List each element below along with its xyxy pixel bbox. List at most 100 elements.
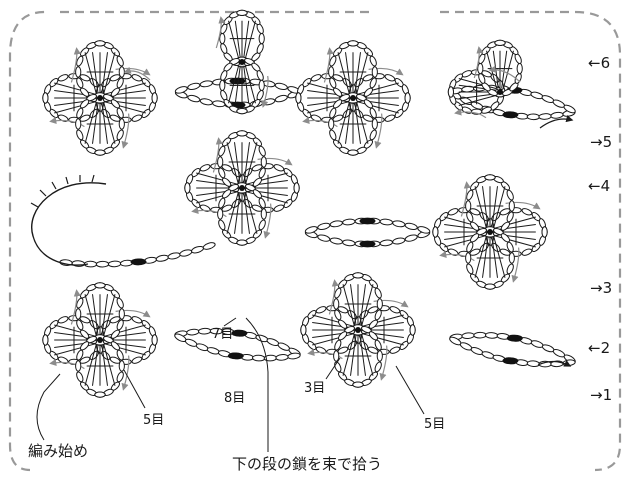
annotations: 7目 8目 3目 5目 5目 編み始め 下の段の鎖を束で拾う [28, 174, 445, 473]
row-label-4: ←4 [588, 177, 610, 195]
chain-stitch [76, 349, 84, 361]
chain-stitch [57, 74, 69, 82]
treble-stitch [246, 191, 288, 204]
direction-arrow [49, 116, 85, 128]
treble-stitch [92, 52, 99, 94]
chain-stitch [541, 226, 548, 238]
treble-stitch [361, 284, 374, 326]
chain-stitch [506, 263, 514, 275]
chain-stitch [179, 249, 193, 257]
treble-stitch [84, 344, 97, 386]
treble-stitch [54, 82, 96, 95]
chain-stitch [484, 283, 496, 290]
treble-stitch [104, 101, 146, 114]
direction-arrow [473, 46, 484, 79]
direction-arrow [374, 113, 383, 149]
treble-stitch [493, 186, 506, 228]
stitch-count-3: 3目 [304, 381, 325, 396]
chain-stitch [477, 62, 484, 75]
chain-stitch [379, 239, 393, 247]
direction-arrow [212, 137, 223, 173]
row-label-1: →1 [590, 386, 612, 404]
chain-stitch [252, 354, 266, 362]
slip-stitch-dot [239, 185, 245, 191]
chain-stitch [342, 218, 356, 226]
start-pointer-line [36, 373, 61, 441]
chain-stitch [116, 55, 124, 67]
chain-stitch [116, 107, 124, 119]
treble-stitch [245, 192, 258, 234]
chain-stitch [417, 226, 431, 234]
direction-arrow [263, 203, 272, 239]
treble-stitch [356, 102, 369, 144]
chain-stitch [151, 334, 158, 346]
chain-stitch [494, 39, 506, 47]
row-labels: ←6 →5 ←4 →3 ←2 →1 [588, 54, 612, 404]
chain-stitch [273, 204, 285, 212]
treble-stitch [243, 20, 250, 59]
treble-stitch [354, 102, 361, 144]
treble-stitch [312, 333, 354, 346]
chain-stitch [75, 360, 82, 372]
direction-arrow [307, 348, 343, 360]
chain-stitch [469, 233, 480, 243]
chain-stitch [191, 245, 204, 254]
chain-stitch [236, 239, 248, 246]
treble-stitch [103, 294, 116, 336]
row-label-3: →3 [590, 279, 612, 297]
chain-stitch [258, 197, 266, 209]
chain-stitch [236, 130, 248, 137]
treble-stitch [92, 294, 99, 336]
chain-stitch [118, 360, 125, 372]
chain-stitch [317, 234, 331, 242]
chain-stitch [116, 297, 124, 309]
direction-arrow [323, 47, 334, 83]
treble-stitch [357, 82, 399, 95]
chain-stitch [221, 189, 232, 199]
chain-stitch [118, 66, 125, 78]
treble-stitch [244, 65, 256, 104]
treble-stitch [84, 52, 97, 94]
chain-stitch [392, 220, 406, 228]
chain-stitch [116, 349, 124, 361]
treble-stitch [103, 52, 116, 94]
stitch-count-5-left: 5目 [143, 413, 164, 428]
chain-stitch [258, 145, 266, 157]
direction-arrow [191, 206, 227, 218]
chain-stitch [79, 341, 90, 351]
chain-stitch [76, 107, 84, 119]
slip-stitch-dot [97, 337, 103, 343]
treble-stitch [345, 52, 352, 94]
treble-stitch [84, 294, 97, 336]
chain-stitch [42, 334, 49, 346]
chain-stitch [508, 252, 515, 264]
chain-stitch [530, 91, 544, 100]
chain-stitch [274, 94, 288, 103]
treble-stitch [337, 52, 350, 94]
single-crochet-mark [502, 357, 519, 365]
chain-stitch [379, 218, 393, 226]
direction-arrow [328, 279, 339, 315]
treble-stitch [84, 102, 97, 144]
treble-stitch [359, 284, 366, 326]
chain-stitch [187, 82, 201, 91]
chain-stitch [186, 328, 200, 336]
chain-stitch [107, 260, 122, 268]
chain-stitch [310, 74, 322, 82]
single-crochet-mark [502, 111, 519, 119]
direction-arrow [537, 360, 572, 367]
treble-stitch [362, 333, 404, 346]
treble-stitch [104, 324, 146, 337]
chain-stitch [273, 164, 285, 172]
chain-stitch [75, 308, 82, 320]
chain-stitch [466, 241, 474, 253]
chain-stitch [110, 341, 121, 351]
chain-stitch [155, 254, 169, 262]
stitch3-pointer [325, 357, 341, 380]
chain-stitch [95, 260, 110, 268]
chain-stitch [116, 77, 124, 89]
chain-stitch [258, 219, 266, 231]
stitch-chart [42, 9, 576, 398]
direction-arrow [121, 355, 130, 391]
chain-stitch [389, 306, 401, 314]
